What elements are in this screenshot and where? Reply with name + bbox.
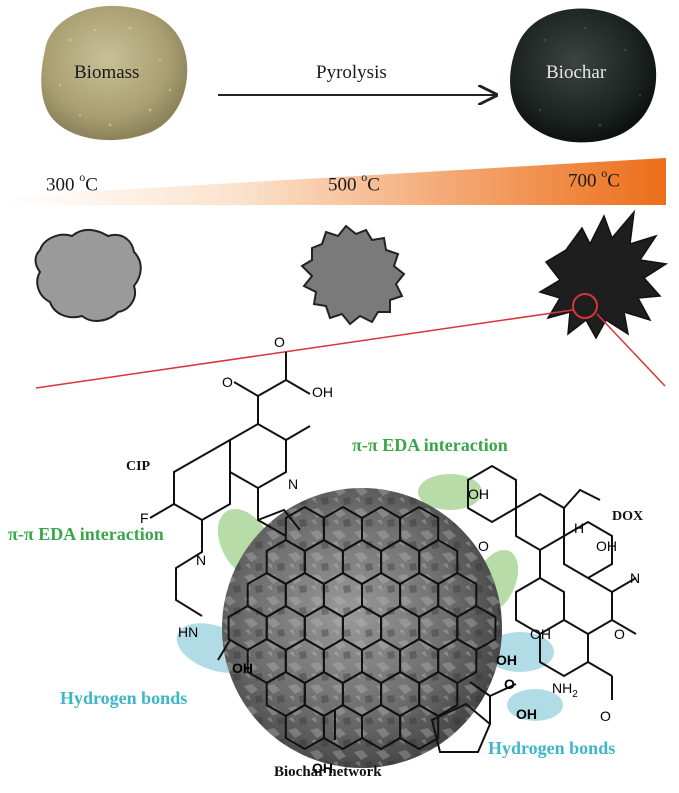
hydrogen-bonds-label-left: Hydrogen bonds — [60, 688, 188, 708]
dox-o-1: O — [478, 538, 489, 554]
dox-amide-subscript: 2 — [572, 688, 578, 700]
temp-500: 500 oC — [328, 170, 380, 196]
particle-700c — [538, 209, 669, 340]
temp-700-degree: o — [601, 166, 608, 180]
cip-carboxyl-o: O — [274, 334, 285, 350]
dox-amide-o: O — [600, 708, 611, 724]
pi-highlight-top — [418, 474, 482, 510]
pi-interaction-label-right: π-π EDA interaction — [352, 435, 508, 455]
temp-300-degree: o — [79, 170, 86, 184]
pi-interaction-label-left: π-π EDA interaction — [8, 524, 164, 544]
particle-500c — [300, 224, 406, 326]
particle-300c — [34, 229, 142, 322]
cip-piperazine-hn: HN — [178, 624, 199, 640]
pentagon-cooh-oh: OH — [516, 706, 537, 722]
biochar-powder-image — [510, 8, 657, 143]
biomass-powder-image — [41, 5, 188, 141]
temperature-gradient-bar — [10, 158, 666, 205]
biochar-oh-bottom: OH — [312, 760, 333, 776]
zoom-circle — [572, 293, 598, 319]
hb-highlight-right — [507, 689, 563, 721]
temp-300: 300 oC — [46, 170, 98, 196]
cip-keto-o: O — [222, 374, 233, 390]
temp-700: 700 oC — [568, 166, 620, 192]
cip-piperazine-n: N — [196, 552, 207, 568]
temp-700-value: 700 — [568, 170, 597, 192]
hydrogen-bonds-label-right: Hydrogen bonds — [488, 738, 616, 758]
temp-700-unit: C — [607, 170, 620, 192]
dox-oh-2: OH — [596, 538, 617, 554]
graphene-hexagon-network — [227, 505, 497, 751]
biomass-label: Biomass — [74, 62, 140, 83]
dox-molecule — [467, 464, 637, 700]
dox-oh-3: OH — [530, 626, 551, 642]
cip-molecule — [149, 352, 311, 617]
biochar-network-caption: Biochar network — [274, 764, 382, 780]
temp-300-unit: C — [85, 174, 98, 196]
dox-amide-nh: NH — [552, 680, 573, 696]
biochar-oh-left: OH — [232, 660, 253, 676]
cip-fluorine: F — [140, 510, 149, 526]
dox-keto-o: O — [614, 626, 625, 642]
biochar-sem-circle — [222, 488, 502, 768]
temp-500-unit: C — [367, 174, 380, 196]
biochar-label: Biochar — [546, 62, 607, 83]
pentagon-cooh — [217, 639, 517, 753]
temp-500-value: 500 — [328, 174, 357, 196]
dox-h: H — [574, 520, 585, 536]
dox-dimethylamino-n: N — [630, 570, 641, 586]
cip-carboxyl-oh: OH — [312, 384, 333, 400]
biochar-oh-right: OH — [496, 652, 517, 668]
graphene-hexagon — [399, 703, 440, 751]
pyrolysis-label: Pyrolysis — [316, 62, 387, 83]
zoom-line-left — [35, 309, 574, 389]
dox-label: DOX — [612, 509, 644, 524]
dox-amide-nh2: NH2 — [552, 680, 578, 700]
pentagon-cooh-o: O — [504, 676, 515, 692]
temp-500-degree: o — [361, 170, 368, 184]
dox-oh-1: OH — [468, 486, 489, 502]
temp-300-value: 300 — [46, 174, 75, 196]
cip-label: CIP — [126, 459, 151, 474]
zoom-line-right — [596, 313, 666, 387]
cip-ring-n: N — [288, 476, 299, 492]
hb-highlight-mid — [486, 632, 554, 672]
